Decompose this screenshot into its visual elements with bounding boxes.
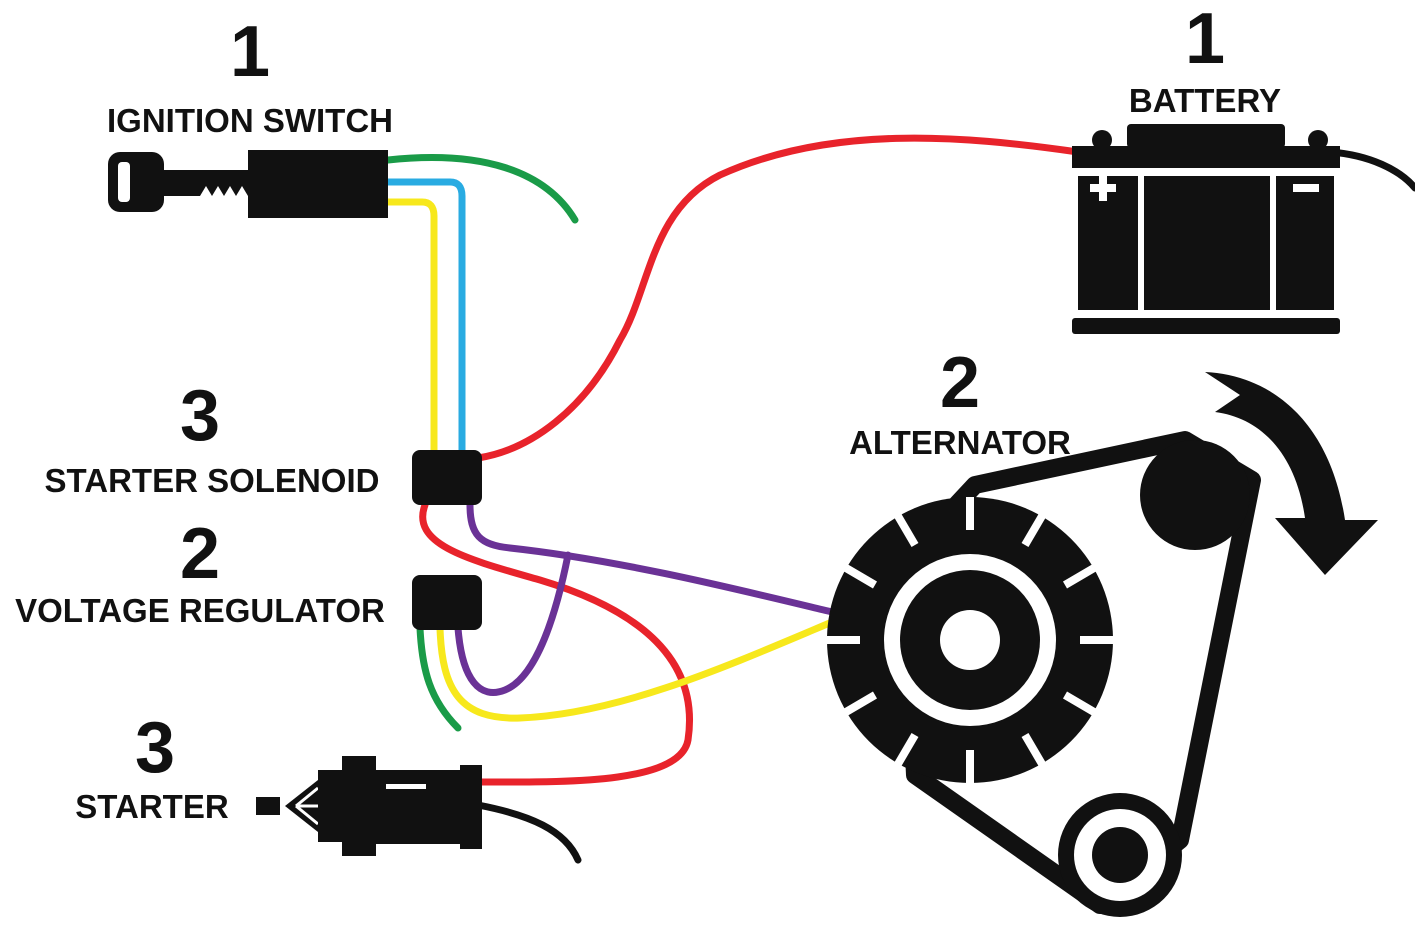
starter-solenoid-box	[412, 450, 482, 505]
wires	[384, 134, 1415, 864]
starter-solenoid-label: STARTER SOLENOID	[45, 462, 380, 499]
black-wire-battery-ground	[1326, 148, 1415, 192]
purple-wire-solenoid-to-alternator	[466, 501, 836, 616]
green-wire-ignition	[384, 154, 579, 224]
starter-number: 3	[135, 708, 175, 788]
idler-pulley	[1058, 793, 1182, 917]
voltage-regulator-label: VOLTAGE REGULATOR	[15, 592, 385, 629]
battery-minus-icon	[1293, 184, 1319, 192]
alternator-number: 2	[940, 343, 980, 423]
voltage-regulator-number: 2	[180, 514, 220, 594]
crank-pulley	[1140, 440, 1250, 550]
ignition-switch-label: IGNITION SWITCH	[107, 102, 393, 139]
ignition-switch-number: 1	[230, 12, 270, 92]
green-wire-regulator	[416, 624, 462, 732]
voltage-regulator-box	[412, 575, 482, 630]
starter-label: STARTER	[75, 788, 229, 825]
battery-label: BATTERY	[1129, 82, 1281, 119]
red-wire-battery-to-solenoid	[474, 134, 1082, 462]
alternator-label: ALTERNATOR	[849, 424, 1071, 461]
starter-solenoid-number: 3	[180, 376, 220, 456]
battery-plus-icon	[1090, 175, 1116, 201]
alternator	[827, 431, 1261, 917]
labels: 1 IGNITION SWITCH 1 BATTERY 2 ALTERNATOR…	[15, 0, 1281, 825]
starter	[256, 756, 482, 856]
battery	[1072, 124, 1340, 334]
yellow-wire-regulator-to-alternator	[436, 618, 836, 722]
yellow-wire-ignition-to-solenoid	[384, 198, 438, 462]
blue-wire-ignition-to-solenoid	[384, 178, 466, 462]
red-wire-solenoid-to-starter	[419, 501, 693, 786]
ignition-switch	[108, 150, 388, 218]
key-icon	[108, 152, 252, 212]
black-wire-starter-ground	[474, 801, 582, 864]
alternator-vents	[827, 497, 1113, 783]
rotation-arrow-icon	[1205, 372, 1378, 575]
ignition-switch-body	[248, 150, 388, 218]
purple-wire-regulator-loop	[454, 551, 572, 696]
battery-number: 1	[1185, 0, 1225, 79]
